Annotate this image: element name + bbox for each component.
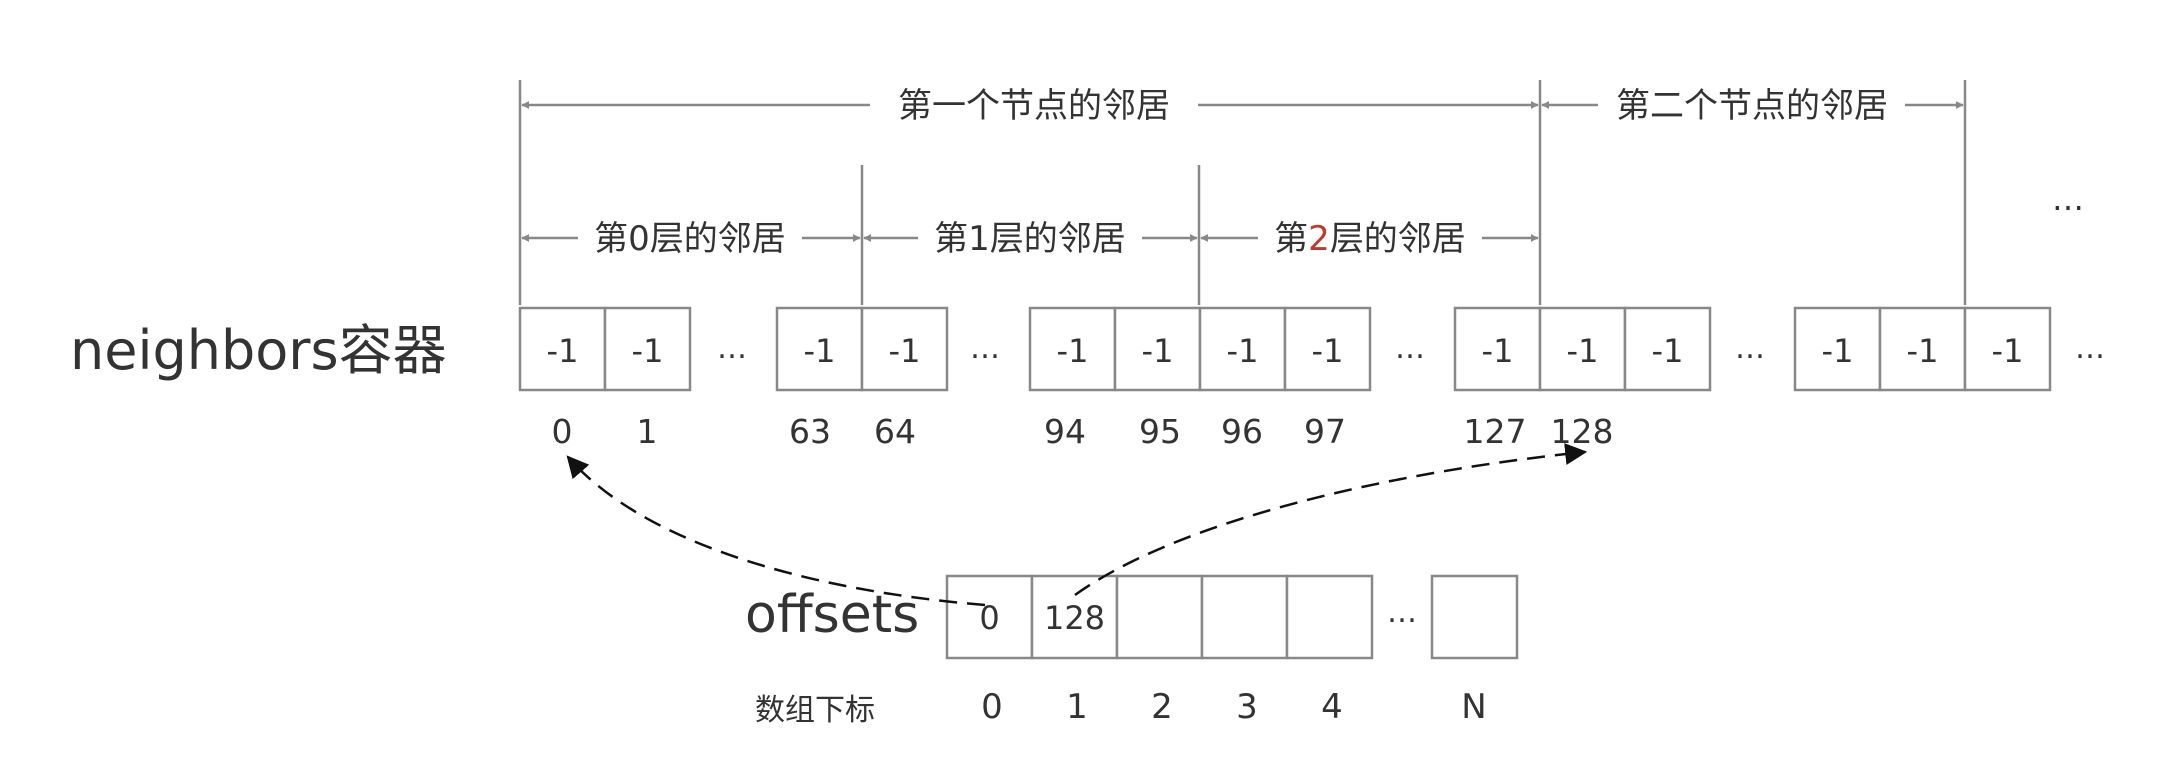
neighbors-cell-value: -1 [1142,332,1174,370]
neighbors-index: 64 [874,412,916,451]
array-index-label: 数组下标 [755,693,875,728]
neighbors-cell-value: -1 [889,332,921,370]
offsets-index: 4 [1321,687,1343,727]
neighbors-index: 94 [1044,412,1086,451]
offsets-cells: 0 128 [945,574,1519,660]
bracket-second-node: 第二个节点的邻居 [1541,86,1964,126]
neighbors-ellipsis: … [2075,331,2105,366]
offsets-cell [945,574,1034,660]
neighbors-index: 95 [1139,412,1181,451]
bracket-layer2-label: 第2层的邻居 [1274,219,1466,259]
offsets-index: 3 [1236,687,1258,727]
neighbors-cell-value: -1 [547,332,579,370]
neighbors-ellipsis: … [1395,331,1425,366]
offsets-cell [1430,574,1519,660]
neighbors-cell-value: -1 [1312,332,1344,370]
neighbors-indices: 0 1 63 64 94 95 96 97 127 128 [552,412,1614,451]
offsets-ellipsis: … [1387,595,1417,630]
neighbors-cell-value: -1 [1822,332,1854,370]
pointer-arrow-offset1-to-index128 [1074,443,1588,597]
offsets-cell-value: 0 [979,599,999,637]
neighbors-cell [860,306,949,392]
neighbors-index: 1 [637,412,658,451]
neighbors-index: 0 [552,412,573,451]
more-nodes-ellipsis: … [2052,180,2084,218]
neighbors-index: 96 [1221,412,1263,451]
neighbors-ellipsis: … [970,331,1000,366]
neighbors-index: 97 [1304,412,1346,451]
bracket-layer1: 第1层的邻居 [863,219,1198,259]
bracket-layer1-label: 第1层的邻居 [934,219,1126,259]
neighbors-cell [603,306,692,392]
neighbors-cell [1963,306,2052,392]
offsets-index: 1 [1066,687,1088,727]
bracket-second-node-label: 第二个节点的邻居 [1616,86,1888,126]
layer2-highlight-number: 2 [1308,219,1330,259]
offsets-index: 0 [981,687,1003,727]
offsets-indices: 0 1 2 3 4 N [981,687,1487,727]
neighbors-cell-value: -1 [1992,332,2024,370]
bracket-first-node-label: 第一个节点的邻居 [898,86,1170,126]
offsets-cell [1200,574,1289,660]
neighbors-cell [1283,306,1372,392]
neighbors-cell-value: -1 [1482,332,1514,370]
offsets-cell [1115,574,1204,660]
neighbors-cell-value: -1 [1567,332,1599,370]
neighbors-cell-value: -1 [632,332,664,370]
neighbors-cell [1793,306,1882,392]
neighbors-ellipsis: … [717,331,747,366]
neighbors-cells: -1 -1 -1 -1 -1 -1 -1 -1 -1 -1 -1 -1 -1 -1 [518,306,2052,392]
neighbors-container-label: neighbors容器 [70,319,447,382]
offsets-index: N [1461,687,1486,727]
offsets-cell-value: 128 [1044,599,1105,637]
bracket-layer0-label: 第0层的邻居 [594,219,786,259]
neighbors-ellipsis: … [1735,331,1765,366]
offsets-cell [1285,574,1374,660]
neighbors-cell-value: -1 [1652,332,1684,370]
neighbors-cell [1878,306,1967,392]
offsets-index: 2 [1151,687,1173,727]
bracket-first-node: 第一个节点的邻居 [521,86,1539,126]
bracket-layer2: 第2层的邻居 [1200,219,1539,259]
neighbors-index: 128 [1551,412,1614,451]
neighbors-ellipses: … … … … … [717,331,2105,366]
bracket-layer0: 第0层的邻居 [521,219,861,259]
neighbors-cell-value: -1 [804,332,836,370]
pointer-arrow-offset0-to-index0 [566,455,986,607]
neighbors-cell [1538,306,1627,392]
neighbors-cell-value: -1 [1907,332,1939,370]
neighbors-cell-value: -1 [1227,332,1259,370]
neighbors-index: 127 [1464,412,1527,451]
neighbors-cell [1623,306,1712,392]
neighbors-cell [1113,306,1202,392]
neighbors-cell-value: -1 [1057,332,1089,370]
neighbors-index: 63 [789,412,831,451]
